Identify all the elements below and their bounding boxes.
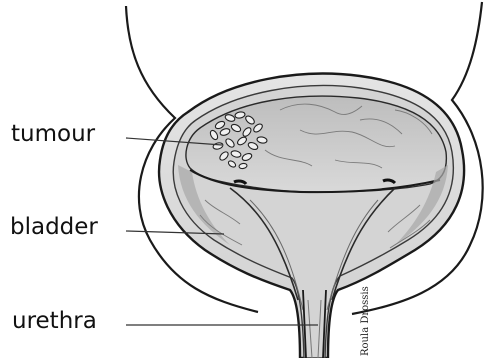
bladder-label: bladder (10, 216, 98, 239)
urethra-label: urethra (12, 310, 97, 333)
tumour-label: tumour (11, 123, 95, 146)
artist-signature: Roula Drossis (360, 286, 371, 356)
